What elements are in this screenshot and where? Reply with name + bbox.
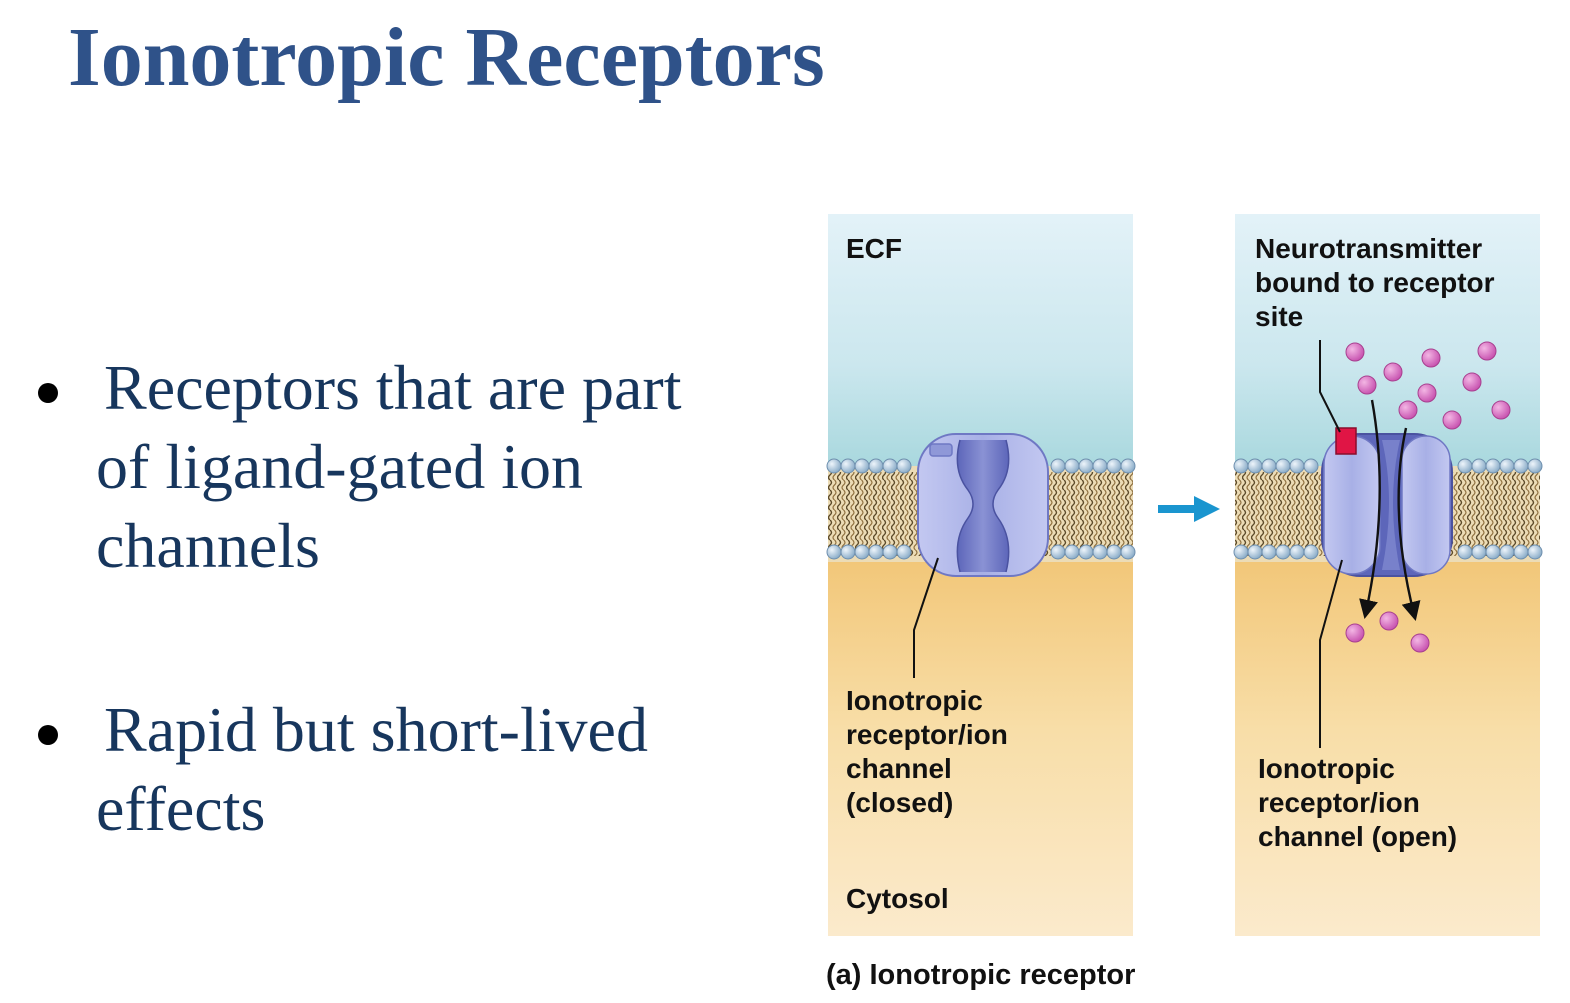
phospholipid-head [1050, 458, 1066, 474]
phospholipid-head [1092, 544, 1108, 560]
phospholipid-head [1527, 544, 1543, 560]
phospholipid-head [868, 458, 884, 474]
phospholipid-head [896, 544, 912, 560]
neurotransmitter-molecules [1345, 341, 1511, 653]
phospholipid-head [1106, 544, 1122, 560]
phospholipid-head [1513, 544, 1529, 560]
phospholipid-head [1092, 458, 1108, 474]
figure-caption: (a) Ionotropic receptor [826, 959, 1136, 991]
bullet-text-continuation: of ligand-gated ion channels [96, 431, 583, 581]
phospholipid-head [882, 544, 898, 560]
neurotransmitter-icon [1345, 623, 1365, 643]
bullet-item-receptors: Receptors that are part of ligand-gated … [38, 348, 716, 585]
phospholipid-head [1303, 544, 1319, 560]
phospholipid-head [1275, 544, 1291, 560]
receptor-site-empty-icon [929, 443, 953, 457]
phospholipid-head [1513, 458, 1529, 474]
cytosol-region-left [828, 562, 1133, 936]
phospholipid-head [1485, 458, 1501, 474]
closed-channel-icon [917, 433, 1049, 577]
phospholipid-head [1050, 544, 1066, 560]
bullet-dot-icon [38, 383, 58, 403]
phospholipid-head [1527, 458, 1543, 474]
phospholipid-head [868, 544, 884, 560]
label-ecf: ECF [846, 233, 902, 264]
neurotransmitter-icon [1383, 362, 1403, 382]
open-channel-icon [1321, 427, 1453, 577]
neurotransmitter-icon [1345, 342, 1365, 362]
ecf-region-right [1235, 214, 1540, 466]
phospholipid-head [1457, 544, 1473, 560]
label-closed-channel: Ionotropic receptor/ion channel (closed) [846, 685, 1008, 818]
bullet-dot-icon [38, 725, 58, 745]
open-channel-panel [1233, 214, 1543, 936]
bullet-text-line-1: Receptors that are part [104, 352, 682, 423]
phospholipid-head [1289, 458, 1305, 474]
neurotransmitter-icon [1491, 400, 1511, 420]
label-open-channel: Ionotropic receptor/ion channel (open) [1258, 753, 1458, 852]
phospholipid-head [1471, 544, 1487, 560]
receptor-site-leader-line [1319, 340, 1341, 433]
neurotransmitter-icon [1462, 372, 1482, 392]
phospholipid-head [826, 544, 842, 560]
phospholipid-head [1233, 458, 1249, 474]
ion-flow-arrow-icon [1359, 399, 1381, 620]
closed-channel-leader-line [913, 557, 939, 678]
neurotransmitter-icon [1442, 410, 1462, 430]
neurotransmitter-icon [1398, 400, 1418, 420]
phospholipid-head [1261, 458, 1277, 474]
phospholipid-heads-right [1233, 458, 1543, 560]
phospholipid-head [1471, 458, 1487, 474]
bullet-text-line-1: Rapid but short-lived [104, 694, 648, 765]
phospholipid-head [1247, 544, 1263, 560]
phospholipid-head [1303, 458, 1319, 474]
transition-arrow-icon [1158, 496, 1220, 522]
phospholipid-head [826, 458, 842, 474]
phospholipid-head [1289, 544, 1305, 560]
phospholipid-head [1233, 544, 1249, 560]
phospholipid-head [1106, 458, 1122, 474]
ecf-region-left [828, 214, 1133, 466]
ionotropic-receptor-figure: ECF Ionotropic receptor/ion channel (clo… [810, 200, 1560, 1000]
open-channel-leader-line [1319, 559, 1343, 748]
phospholipid-heads-left [826, 458, 1136, 560]
phospholipid-head [1275, 458, 1291, 474]
phospholipid-head [1078, 458, 1094, 474]
phospholipid-head [1064, 458, 1080, 474]
neurotransmitter-icon [1417, 383, 1437, 403]
phospholipid-head [882, 458, 898, 474]
phospholipid-head [1485, 544, 1501, 560]
phospholipid-head [1247, 458, 1263, 474]
phospholipid-head [840, 544, 856, 560]
slide-title: Ionotropic Receptors [68, 11, 825, 104]
phospholipid-head [854, 458, 870, 474]
phospholipid-head [1499, 544, 1515, 560]
phospholipid-head [1078, 544, 1094, 560]
neurotransmitter-icon [1410, 633, 1430, 653]
neurotransmitter-icon [1357, 375, 1377, 395]
bullet-item-effects: Rapid but short-lived effects [38, 690, 716, 848]
label-cytosol: Cytosol [846, 883, 949, 914]
ion-flow-arrow-icon [1397, 427, 1421, 621]
receptor-site-bound-icon [1335, 427, 1357, 455]
label-neurotransmitter-bound: Neurotransmitter bound to receptor site [1255, 233, 1495, 332]
phospholipid-head [896, 458, 912, 474]
phospholipid-head [1064, 544, 1080, 560]
phospholipid-head [1120, 458, 1136, 474]
neurotransmitter-icon [1379, 611, 1399, 631]
closed-channel-panel [826, 214, 1136, 936]
phospholipid-head [1120, 544, 1136, 560]
phospholipid-head [1457, 458, 1473, 474]
phospholipid-head [1499, 458, 1515, 474]
phospholipid-head [1261, 544, 1277, 560]
figure-drawing [826, 214, 1543, 936]
neurotransmitter-icon [1421, 348, 1441, 368]
neurotransmitter-icon [1477, 341, 1497, 361]
phospholipid-head [840, 458, 856, 474]
phospholipid-head [854, 544, 870, 560]
bullet-text-continuation: effects [96, 773, 266, 844]
